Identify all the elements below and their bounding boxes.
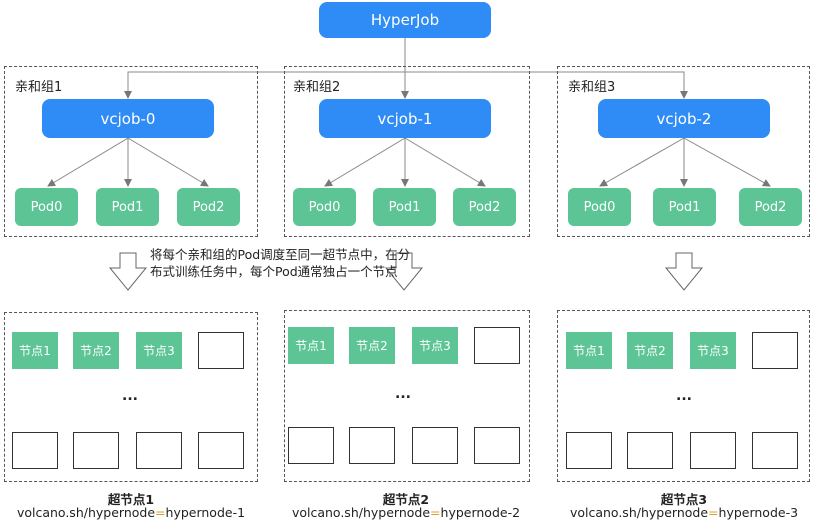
affinity-group-3-label: 亲和组3 <box>568 80 616 95</box>
affinity-group-1-label: 亲和组1 <box>15 80 63 95</box>
pod-box: Pod0 <box>568 188 631 226</box>
supernode-3-title: 超节点3 <box>660 492 708 507</box>
supernode-1-box <box>4 312 258 482</box>
node-box: 节点1 <box>12 332 58 369</box>
node-label: 节点2 <box>634 344 666 358</box>
node-box: 节点1 <box>566 332 612 369</box>
down-arrow-1 <box>108 252 148 291</box>
label-equals: = <box>155 505 166 520</box>
pod-label: Pod1 <box>111 199 144 215</box>
label-key: volcano.sh/hypernode <box>569 505 709 520</box>
supernode-2-label: volcano.sh/hypernode=hypernode-2 <box>266 505 546 520</box>
label-equals: = <box>708 505 719 520</box>
empty-node-box <box>198 432 244 469</box>
affinity-group-2-label: 亲和组2 <box>293 80 341 95</box>
down-arrow-3 <box>664 252 704 291</box>
ellipsis: ... <box>676 388 692 404</box>
pod-label: Pod2 <box>754 199 787 215</box>
pod-box: Pod2 <box>739 188 802 226</box>
pod-label: Pod1 <box>388 199 421 215</box>
hyperjob-box: HyperJob <box>319 2 491 38</box>
empty-node-box <box>474 427 520 464</box>
pod-box: Pod0 <box>293 188 356 226</box>
empty-node-box <box>474 327 520 364</box>
ellipsis: ... <box>395 386 411 402</box>
hyperjob-label: HyperJob <box>370 11 440 29</box>
node-box: 节点1 <box>288 327 334 364</box>
supernode-2-title: 超节点2 <box>382 492 430 507</box>
supernode-1-title: 超节点1 <box>107 492 155 507</box>
connector-root-to-job-2 <box>405 71 688 99</box>
supernode-3-label: volcano.sh/hypernode=hypernode-3 <box>544 505 815 520</box>
affinity-group-1 <box>4 66 258 237</box>
node-box: 节点3 <box>136 332 182 369</box>
label-key: volcano.sh/hypernode <box>16 505 156 520</box>
empty-node-box <box>198 332 244 369</box>
vcjob-2-label: vcjob-2 <box>656 109 712 128</box>
label-value: hypernode-3 <box>718 505 799 520</box>
empty-node-box <box>412 427 458 464</box>
pod-label: Pod1 <box>668 199 701 215</box>
pod-label: Pod0 <box>30 199 63 215</box>
affinity-group-3 <box>557 66 810 237</box>
pod-box: Pod1 <box>653 188 716 226</box>
empty-node-box <box>752 432 798 469</box>
node-label: 节点1 <box>573 344 605 358</box>
supernode-2-box <box>284 310 530 482</box>
ellipsis: ... <box>122 388 138 404</box>
node-box: 节点2 <box>627 332 673 369</box>
vcjob-2-box: vcjob-2 <box>598 99 770 138</box>
empty-node-box <box>349 427 395 464</box>
empty-node-box <box>12 432 58 469</box>
pod-label: Pod0 <box>308 199 341 215</box>
label-key: volcano.sh/hypernode <box>291 505 431 520</box>
supernode-1-label: volcano.sh/hypernode=hypernode-1 <box>0 505 271 520</box>
node-box: 节点3 <box>412 327 458 364</box>
node-box: 节点2 <box>73 332 119 369</box>
empty-node-box <box>288 427 334 464</box>
supernode-3-box <box>557 310 810 482</box>
pod-box: Pod1 <box>373 188 436 226</box>
empty-node-box <box>136 432 182 469</box>
empty-node-box <box>627 432 673 469</box>
pod-label: Pod2 <box>468 199 501 215</box>
label-value: hypernode-1 <box>165 505 246 520</box>
vcjob-0-label: vcjob-0 <box>100 109 156 128</box>
vcjob-1-box: vcjob-1 <box>319 99 491 138</box>
pod-box: Pod0 <box>15 188 78 226</box>
affinity-group-2 <box>284 66 530 237</box>
empty-node-box <box>73 432 119 469</box>
node-label: 节点3 <box>143 344 175 358</box>
label-equals: = <box>430 505 441 520</box>
node-label: 节点2 <box>80 344 112 358</box>
empty-node-box <box>752 332 798 369</box>
scheduling-note: 将每个亲和组的Pod调度至同一超节点中，在分布式训练任务中，每个Pod通常独占一… <box>150 247 411 279</box>
vcjob-1-label: vcjob-1 <box>377 109 433 128</box>
connector-job1-pod0 <box>324 137 406 187</box>
pod-box: Pod1 <box>96 188 159 226</box>
pod-box: Pod2 <box>177 188 240 226</box>
down-arrow-2 <box>384 252 424 291</box>
label-value: hypernode-2 <box>440 505 521 520</box>
pod-label: Pod2 <box>192 199 225 215</box>
node-box: 节点3 <box>690 332 736 369</box>
node-label: 节点1 <box>295 339 327 353</box>
empty-node-box <box>690 432 736 469</box>
empty-node-box <box>566 432 612 469</box>
connector-job0-pod2 <box>127 137 209 187</box>
pod-label: Pod0 <box>583 199 616 215</box>
node-label: 节点1 <box>19 344 51 358</box>
connector-job0-pod0 <box>47 137 129 187</box>
connector-job2-pod0 <box>599 137 685 187</box>
node-box: 节点2 <box>349 327 395 364</box>
node-label: 节点2 <box>356 339 388 353</box>
connector-job2-pod2 <box>683 137 771 187</box>
connector-job1-pod2 <box>404 137 486 187</box>
pod-box: Pod2 <box>453 188 516 226</box>
node-label: 节点3 <box>419 339 451 353</box>
vcjob-0-box: vcjob-0 <box>42 99 214 138</box>
node-label: 节点3 <box>697 344 729 358</box>
